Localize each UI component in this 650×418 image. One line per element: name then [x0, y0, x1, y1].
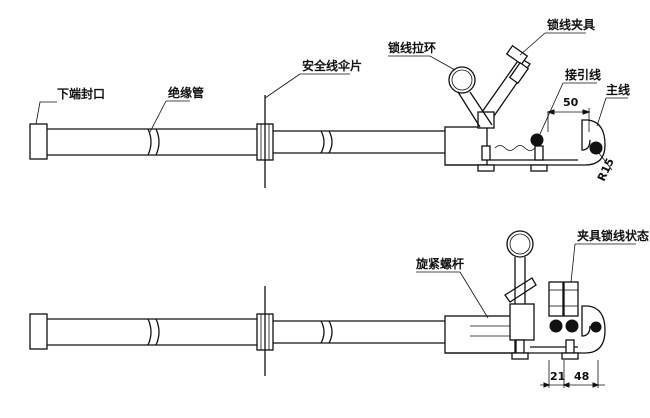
- bottom-pull-ring: [506, 230, 534, 258]
- top-main-wire: [589, 141, 603, 155]
- top-pull-ring: [448, 66, 476, 94]
- bottom-clamp-jaw-1: [548, 281, 564, 317]
- top-view: [29, 44, 613, 188]
- dim-top-gap: 50: [563, 96, 579, 109]
- label-clamp-locked-state: 夹具锁线状态: [577, 228, 649, 243]
- bottom-head-body: [444, 315, 516, 354]
- bottom-clamp-jaw-2: [563, 281, 579, 317]
- bottom-end-cap: [29, 313, 48, 350]
- label-insulating-tube: 绝缘管: [168, 85, 204, 100]
- top-head-body: [444, 126, 488, 166]
- bottom-leaders: [416, 243, 636, 319]
- dim-top-radius: R15: [595, 156, 617, 183]
- label-lead-wire: 接引线: [565, 67, 601, 82]
- bottom-main-wire: [565, 319, 579, 333]
- bottom-hook: [445, 305, 606, 354]
- top-end-cap: [29, 123, 48, 160]
- top-lead-wire: [530, 133, 544, 147]
- top-clamp-arm: [481, 57, 531, 117]
- label-safety-umbrella: 安全线伞片: [302, 58, 362, 73]
- dim-bottom-left: 21: [550, 370, 565, 383]
- top-hook: [445, 119, 606, 166]
- dim-bottom-right: 48: [574, 370, 589, 383]
- top-leaders: [35, 32, 628, 135]
- label-locking-clamp: 锁线夹具: [547, 17, 595, 32]
- label-lower-end-cap: 下端封口: [57, 86, 105, 101]
- label-locking-pull-ring: 锁线拉环: [388, 40, 436, 55]
- label-main-wire: 主线: [606, 82, 630, 97]
- bottom-view: [29, 230, 606, 388]
- label-tightening-screw: 旋紧螺杆: [415, 256, 464, 271]
- bottom-lead-wire: [549, 319, 563, 333]
